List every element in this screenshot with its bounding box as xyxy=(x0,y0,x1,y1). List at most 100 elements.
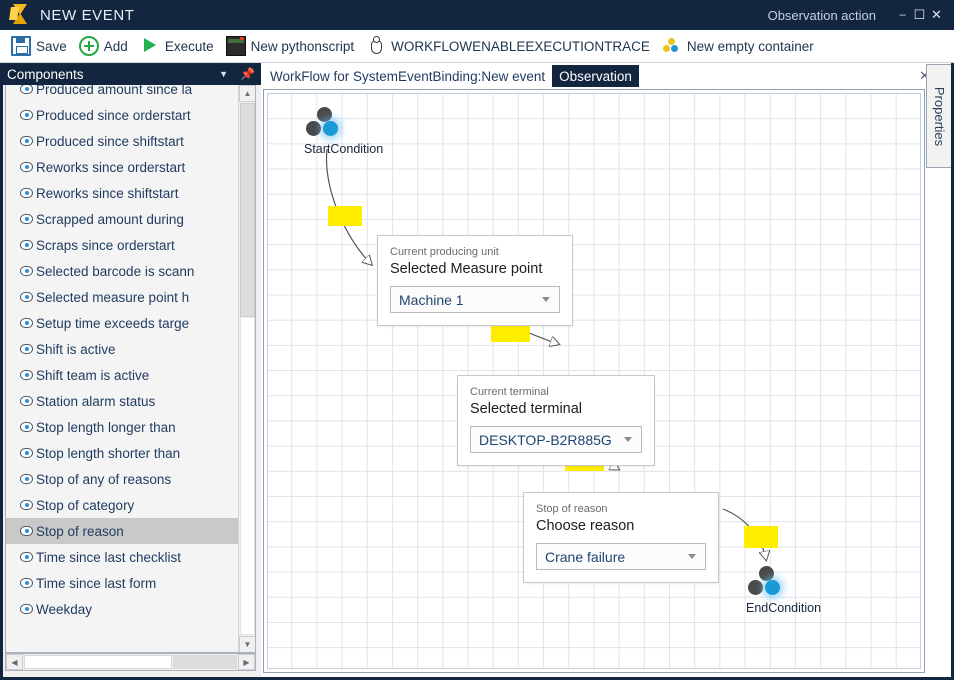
list-item[interactable]: Reworks since orderstart xyxy=(6,154,239,180)
list-item[interactable]: Shift is active xyxy=(6,336,239,362)
document-area: WorkFlow for SystemEventBinding:New even… xyxy=(261,63,954,680)
workflow-card-selected-measure-point[interactable]: Current producing unit Selected Measure … xyxy=(377,235,573,326)
eye-icon xyxy=(20,603,33,616)
list-item[interactable]: Shift team is active xyxy=(6,362,239,388)
scroll-left-button[interactable]: ◀ xyxy=(6,654,23,670)
eye-icon xyxy=(20,291,33,304)
list-item[interactable]: Stop of category xyxy=(6,492,239,518)
workflow-trace-label: WORKFLOWENABLEEXECUTIONTRACE xyxy=(391,38,650,54)
list-item-label: Weekday xyxy=(36,601,93,617)
new-pythonscript-button[interactable]: New pythonscript xyxy=(221,32,362,60)
card-title: Selected Measure point xyxy=(390,261,543,277)
chevron-down-icon xyxy=(688,554,696,559)
scroll-right-button[interactable]: ▶ xyxy=(238,654,255,670)
workflow-enable-execution-trace-button[interactable]: WORKFLOWENABLEEXECUTIONTRACE xyxy=(361,32,657,60)
list-item-label: Time since last checklist xyxy=(36,549,182,565)
list-item[interactable]: Stop length shorter than xyxy=(6,440,239,466)
minimize-button[interactable]: – xyxy=(899,9,906,21)
chevron-down-icon xyxy=(542,297,550,302)
scroll-down-button[interactable]: ▼ xyxy=(239,636,255,652)
list-item[interactable]: Station alarm status xyxy=(6,388,239,414)
connector-highlight-4[interactable] xyxy=(744,526,778,548)
eye-icon xyxy=(20,421,33,434)
list-item[interactable]: Time since last checklist xyxy=(6,544,239,570)
workflow-canvas-frame: StartCondition Current producing unit Se… xyxy=(263,89,925,673)
card-subtitle: Stop of reason xyxy=(536,503,608,515)
close-button[interactable]: ✕ xyxy=(931,7,942,22)
list-item[interactable]: Scrapped amount during xyxy=(6,206,239,232)
list-item[interactable]: Stop of reason xyxy=(6,518,239,544)
components-list-horizontal-scrollbar[interactable]: ◀ ▶ xyxy=(5,653,256,671)
end-condition-node[interactable]: EndCondition xyxy=(746,566,821,615)
close-icon[interactable]: ✕ xyxy=(919,68,930,83)
properties-panel-tab[interactable]: Properties xyxy=(926,64,953,168)
new-pythonscript-label: New pythonscript xyxy=(250,38,355,54)
list-item[interactable]: Selected measure point h xyxy=(6,284,239,310)
list-item-label: Shift is active xyxy=(36,341,116,357)
horizontal-scrollbar-track[interactable] xyxy=(173,655,237,669)
horizontal-scrollbar-thumb[interactable] xyxy=(24,655,172,669)
eye-icon xyxy=(20,473,33,486)
eye-icon xyxy=(20,109,33,122)
components-list: Produced amount since la Produced since o… xyxy=(5,85,256,653)
save-button[interactable]: Save xyxy=(6,32,74,60)
add-label: Add xyxy=(103,38,128,54)
eye-icon xyxy=(20,135,33,148)
new-empty-container-button[interactable]: New empty container xyxy=(657,32,821,60)
eye-icon xyxy=(20,317,33,330)
components-list-vertical-scrollbar[interactable]: ▲ ▼ xyxy=(238,85,255,652)
plus-circle-icon xyxy=(78,36,99,56)
list-item[interactable]: Setup time exceeds targe xyxy=(6,310,239,336)
start-condition-label: StartCondition xyxy=(304,142,384,156)
maximize-button[interactable]: ☐ xyxy=(913,7,926,22)
eye-icon xyxy=(20,499,33,512)
list-item[interactable]: Weekday xyxy=(6,596,239,622)
list-item[interactable]: Produced since shiftstart xyxy=(6,128,239,154)
list-item[interactable]: Reworks since shiftstart xyxy=(6,180,239,206)
list-item-label: Produced amount since la xyxy=(36,85,193,97)
vertical-scrollbar-thumb[interactable] xyxy=(240,103,255,317)
reason-select[interactable]: Crane failure xyxy=(536,543,706,570)
start-condition-node[interactable]: StartCondition xyxy=(304,107,383,156)
vertical-scrollbar-track[interactable] xyxy=(240,318,255,635)
list-item[interactable]: Stop length longer than xyxy=(6,414,239,440)
list-item-label: Stop of any of reasons xyxy=(36,471,172,487)
list-item[interactable]: Produced since orderstart xyxy=(6,102,239,128)
workflow-card-choose-reason[interactable]: Stop of reason Choose reason Crane failu… xyxy=(523,492,719,583)
list-item[interactable]: Selected barcode is scann xyxy=(6,258,239,284)
workflow-card-selected-terminal[interactable]: Current terminal Selected terminal DESKT… xyxy=(457,375,655,466)
connector-highlight-2[interactable] xyxy=(491,322,530,342)
list-item[interactable]: Produced amount since la xyxy=(6,85,239,102)
terminal-value: DESKTOP-B2R885G xyxy=(479,431,612,448)
terminal-select[interactable]: DESKTOP-B2R885G xyxy=(470,426,642,453)
chevron-down-icon[interactable]: ▼ xyxy=(219,69,229,79)
scroll-up-button[interactable]: ▲ xyxy=(239,85,255,102)
components-panel-header: Components ▼ 📌 xyxy=(0,63,261,85)
save-label: Save xyxy=(36,38,67,54)
list-item-label: Produced since orderstart xyxy=(36,107,191,123)
list-item-label: Setup time exceeds targe xyxy=(36,315,190,331)
eye-icon xyxy=(20,161,33,174)
list-item-label: Station alarm status xyxy=(36,393,156,409)
tab-workflow-for-systemeventbinding[interactable]: WorkFlow for SystemEventBinding:New even… xyxy=(263,65,553,87)
list-item[interactable]: Stop of any of reasons xyxy=(6,466,239,492)
connector-highlight-1[interactable] xyxy=(328,206,362,226)
measure-point-select[interactable]: Machine 1 xyxy=(390,286,560,313)
execute-button[interactable]: Execute xyxy=(135,32,221,60)
execute-label: Execute xyxy=(164,38,214,54)
eye-icon xyxy=(20,447,33,460)
list-item-label: Time since last form xyxy=(36,575,157,591)
toolbar: Save Add Execute New pythonscript WORKFL… xyxy=(0,30,954,63)
workflow-canvas[interactable]: StartCondition Current producing unit Se… xyxy=(267,93,921,669)
eye-icon xyxy=(20,395,33,408)
add-button[interactable]: Add xyxy=(74,32,135,60)
pin-icon[interactable]: 📌 xyxy=(240,67,255,81)
tab-observation[interactable]: Observation xyxy=(552,65,639,87)
document-tab-bar: WorkFlow for SystemEventBinding:New even… xyxy=(263,65,927,87)
condition-dots-icon xyxy=(746,566,790,602)
list-item-label: Produced since shiftstart xyxy=(36,133,184,149)
list-item-label: Stop length longer than xyxy=(36,419,176,435)
list-item[interactable]: Time since last form xyxy=(6,570,239,596)
list-item[interactable]: Scraps since orderstart xyxy=(6,232,239,258)
card-subtitle: Current terminal xyxy=(470,386,549,398)
